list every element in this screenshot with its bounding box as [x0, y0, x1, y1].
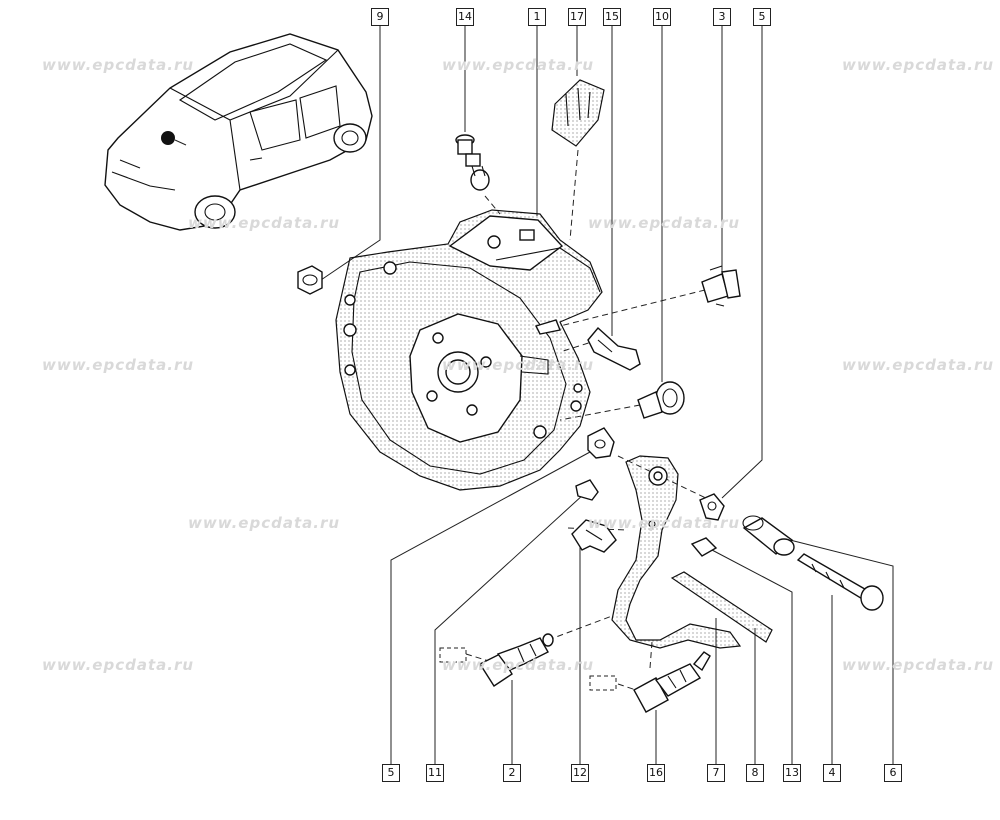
part-13-pad: [690, 537, 718, 557]
pedal-bracket-housing: [335, 209, 603, 491]
callout-5-bottom[interactable]: 5: [382, 764, 400, 782]
watermark: www.epcdata.ru: [842, 356, 995, 374]
callout-12[interactable]: 12: [571, 764, 589, 782]
callout-6[interactable]: 6: [884, 764, 902, 782]
watermark: www.epcdata.ru: [42, 56, 195, 74]
watermark: www.epcdata.ru: [842, 656, 995, 674]
part-6-spacer-tube: [742, 515, 795, 556]
part-10-bushing: [637, 381, 685, 419]
part-2-stop-switch: [439, 633, 554, 687]
callout-11[interactable]: 11: [426, 764, 444, 782]
watermark: www.epcdata.ru: [442, 356, 595, 374]
callout-16[interactable]: 16: [647, 764, 665, 782]
part-3-clip: [701, 265, 741, 307]
part-5-bushing-upper: [587, 427, 615, 459]
part-11-stud: [575, 479, 599, 501]
part-14-stud-bolt: [455, 134, 490, 191]
part-17-clip: [551, 79, 605, 147]
part-7-brake-pedal: [611, 455, 742, 649]
callout-5-top[interactable]: 5: [753, 8, 771, 26]
callout-4[interactable]: 4: [823, 764, 841, 782]
part-4-pivot-bolt: [796, 553, 884, 611]
watermark: www.epcdata.ru: [188, 214, 341, 232]
watermark: www.epcdata.ru: [188, 514, 341, 532]
part-15-lever: [587, 326, 641, 371]
watermark: www.epcdata.ru: [42, 356, 195, 374]
watermark: www.epcdata.ru: [588, 214, 741, 232]
callout-2[interactable]: 2: [503, 764, 521, 782]
car-illustration: [104, 33, 373, 231]
callout-13[interactable]: 13: [783, 764, 801, 782]
callout-10[interactable]: 10: [653, 8, 671, 26]
part-12-retaining-clip: [571, 519, 617, 553]
watermark: www.epcdata.ru: [442, 656, 595, 674]
leader-lines: [317, 26, 894, 764]
callout-17[interactable]: 17: [568, 8, 586, 26]
watermark: www.epcdata.ru: [442, 56, 595, 74]
callout-8[interactable]: 8: [746, 764, 764, 782]
callout-14[interactable]: 14: [456, 8, 474, 26]
callout-3[interactable]: 3: [713, 8, 731, 26]
watermark: www.epcdata.ru: [842, 56, 995, 74]
watermark: www.epcdata.ru: [42, 656, 195, 674]
callout-9[interactable]: 9: [371, 8, 389, 26]
part-9-nut: [297, 265, 323, 295]
part-8-pedal-rail: [670, 571, 773, 643]
callout-7[interactable]: 7: [707, 764, 725, 782]
callout-15[interactable]: 15: [603, 8, 621, 26]
part-16-pedal-switch: [589, 651, 711, 713]
watermark: www.epcdata.ru: [588, 514, 741, 532]
callout-1[interactable]: 1: [528, 8, 546, 26]
part-5-clip-lower: [699, 493, 725, 521]
